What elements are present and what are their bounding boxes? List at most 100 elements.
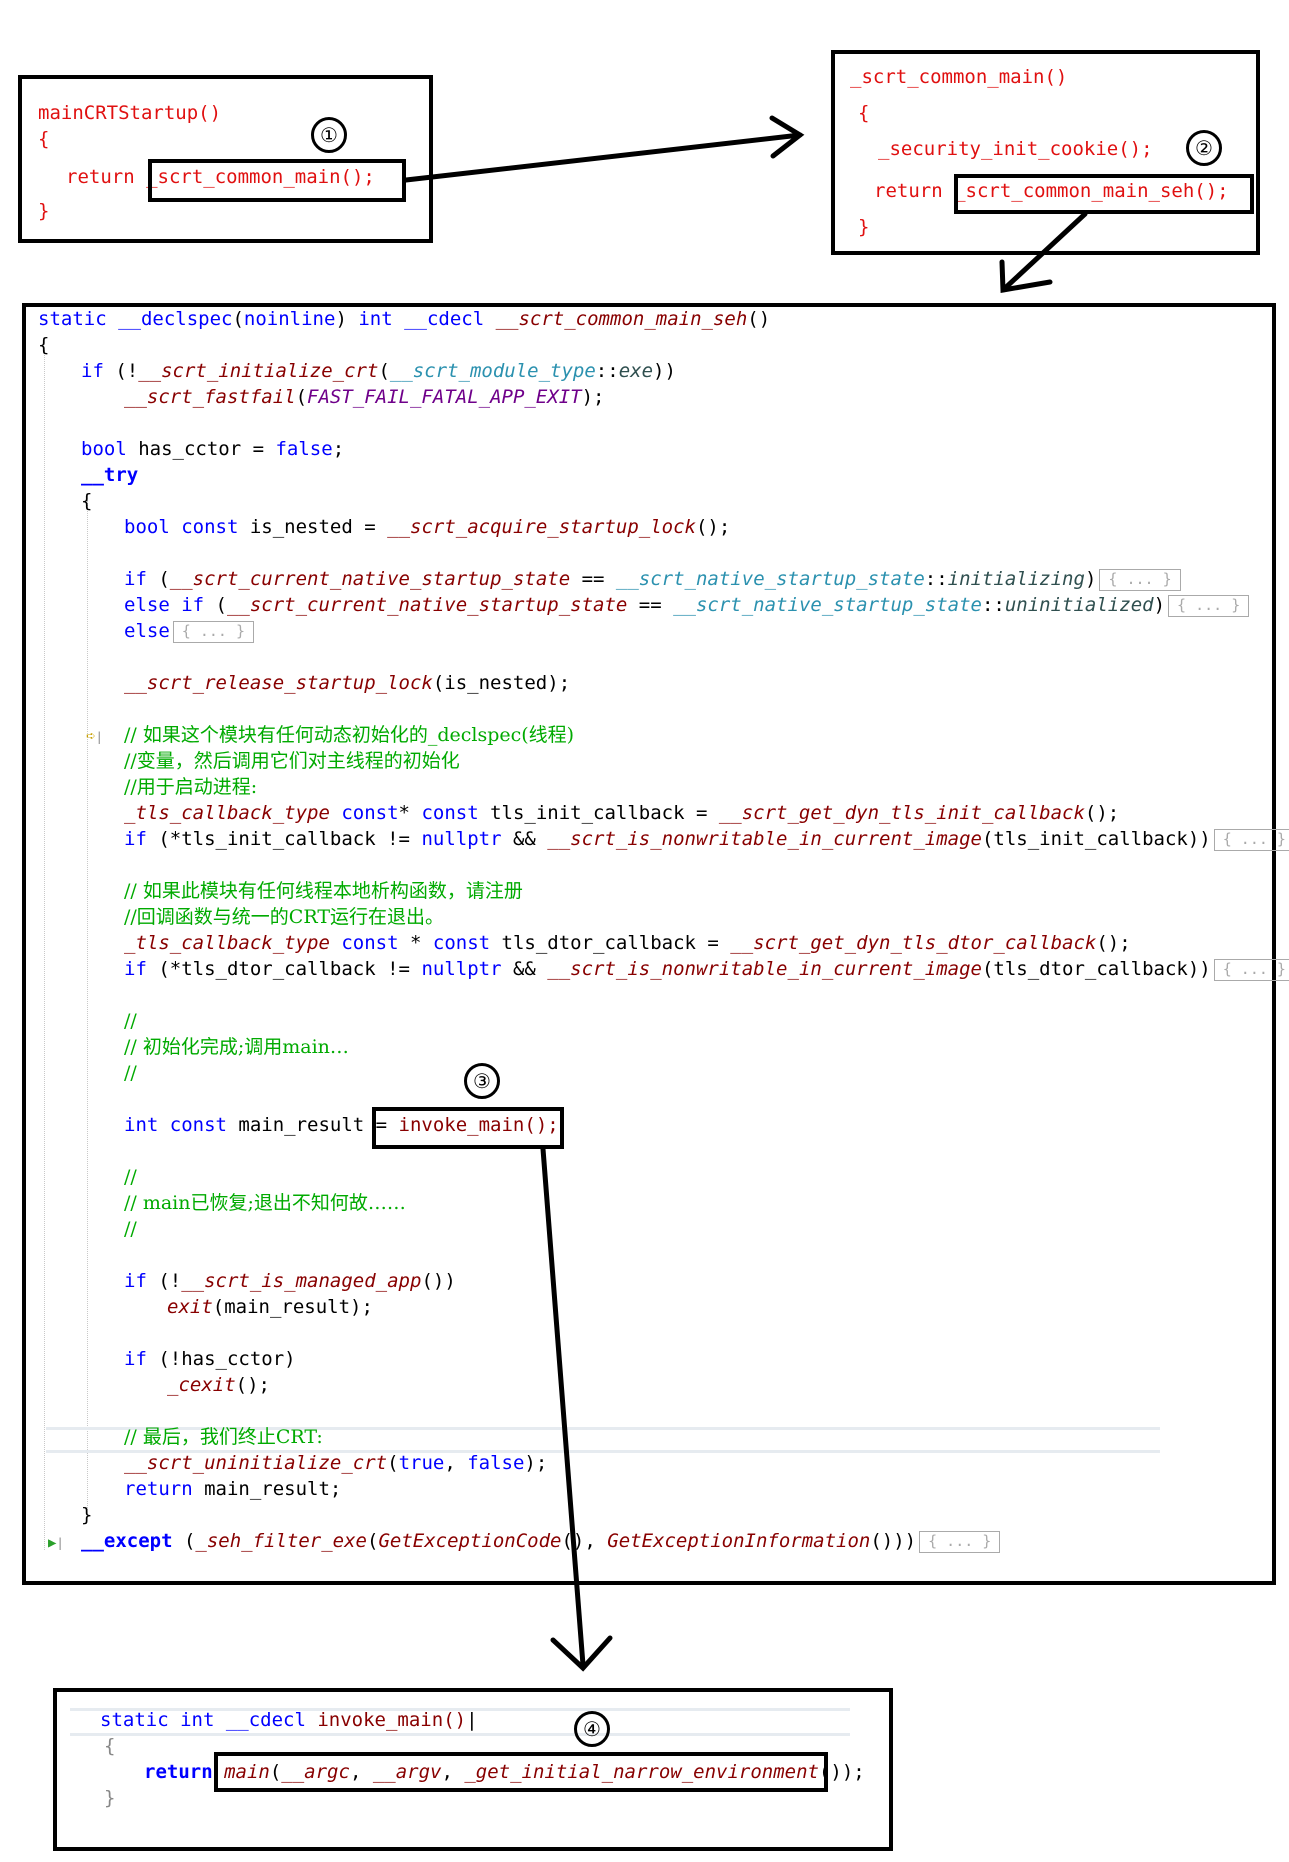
indent-guide — [87, 500, 88, 1510]
comment: // — [124, 1010, 137, 1032]
punct: :: — [595, 360, 619, 382]
collapsed-block-button[interactable]: { ... } — [1099, 568, 1181, 591]
call-scrt-common-main: _scrt_common_main(); — [146, 166, 375, 188]
collapsed-block-button[interactable]: { ... } — [172, 620, 254, 643]
punct: * — [398, 802, 422, 824]
comment: // 如果此模块有任何线程本地析构函数，请注册 — [124, 880, 523, 902]
punct: , — [441, 1761, 465, 1783]
function-name: __scrt_fastfail — [124, 386, 296, 408]
keyword: else if — [124, 594, 216, 616]
separator-line — [46, 1427, 1160, 1430]
punct: ( — [183, 1530, 196, 1552]
arrowhead — [999, 259, 1053, 293]
keyword: bool const — [124, 516, 250, 538]
keyword: return — [124, 1478, 205, 1500]
comment: // — [124, 1166, 137, 1188]
punct: ( — [367, 1530, 379, 1552]
keyword: __except — [81, 1530, 184, 1552]
function-name: __scrt_initialize_crt — [138, 360, 379, 382]
arrow-3-to-4 — [540, 1146, 586, 1668]
function-name: __scrt_get_dyn_tls_init_callback — [718, 802, 1085, 824]
arrowhead — [769, 115, 805, 159]
step-marker-3: ③ — [464, 1063, 500, 1099]
punct: (), — [561, 1530, 608, 1552]
function-name: _seh_filter_exe — [195, 1530, 367, 1552]
punct: () — [747, 308, 771, 330]
identifier: tls_init_callback = — [478, 802, 719, 824]
maincrtstartup-code: mainCRTStartup() { return _scrt_common_m… — [38, 100, 375, 230]
comment: // — [124, 1218, 137, 1240]
code-line: } — [104, 1787, 116, 1809]
collapsed-block-button[interactable]: { ... } — [919, 1530, 1001, 1553]
punct: ) — [1153, 594, 1166, 616]
collapsed-block-button[interactable]: { ... } — [1213, 958, 1289, 981]
variable: __argv — [372, 1761, 442, 1783]
code-line: } — [858, 216, 870, 238]
punct: ; — [332, 438, 345, 460]
keyword: __declspec — [118, 308, 233, 330]
code-line: if (__scrt_current_native_startup_state … — [124, 566, 1181, 592]
function-name: __scrt_is_nonwritable_in_current_image — [547, 958, 982, 980]
code-line: if (!__scrt_initialize_crt(__scrt_module… — [81, 358, 676, 384]
invoke-main-box — [53, 1688, 893, 1851]
punct: :: — [924, 568, 948, 590]
code-line: return main_result; — [124, 1476, 341, 1502]
punct: ( — [378, 360, 390, 382]
function-name: GetExceptionCode — [378, 1530, 562, 1552]
code-line: { — [104, 1735, 116, 1757]
punct: (tls_dtor_callback)) — [981, 958, 1211, 980]
scrt-common-main-seh-box — [22, 303, 1276, 1585]
code-line: if (*tls_dtor_callback != nullptr && __s… — [124, 956, 1289, 982]
identifier: tls_dtor_callback = — [490, 932, 731, 954]
code-line: _scrt_common_main() — [850, 66, 1068, 88]
punct: ) — [1084, 568, 1097, 590]
punct: ( — [215, 594, 227, 616]
function-name: __scrt_acquire_startup_lock — [387, 516, 696, 538]
scrt-common-main-code: _scrt_common_main() { _security_init_coo… — [850, 64, 1229, 238]
call-scrt-common-main-seh: _scrt_common_main_seh(); — [954, 180, 1229, 202]
punct: ) — [335, 308, 359, 330]
punct: ( — [158, 568, 170, 590]
arrow-2-to-main — [1000, 211, 1088, 293]
code-line: ➪| — [86, 726, 103, 745]
punct: (); — [1084, 802, 1120, 824]
return-keyword: return — [874, 180, 955, 202]
collapsed-block-button[interactable]: { ... } — [1213, 828, 1289, 851]
code-line: ▶| — [48, 1535, 64, 1551]
comment: // 如果这个模块有任何动态初始化的_declspec(线程) — [124, 724, 575, 746]
code-line: __scrt_release_startup_lock(is_nested); — [124, 670, 570, 696]
identifier: main_result; — [204, 1478, 342, 1500]
breakpoint-arrow-icon[interactable]: ➪ — [86, 726, 96, 745]
keyword: int const — [124, 1114, 239, 1136]
keyword: const — [432, 932, 491, 954]
punct: (); — [1096, 932, 1131, 954]
step-marker-1: ① — [311, 117, 347, 153]
keyword: if — [124, 1348, 159, 1370]
keyword: nullptr — [421, 828, 502, 850]
keyword: int — [358, 308, 405, 330]
expand-arrow-icon[interactable]: ▶ — [48, 1535, 57, 1551]
type-name: __scrt_native_startup_state — [615, 568, 925, 590]
keyword: noinline — [243, 308, 336, 330]
keyword: if — [124, 568, 159, 590]
scrt-common-main-seh-code: static __declspec(noinline) int __cdecl … — [38, 306, 1289, 1658]
arrowhead — [550, 1635, 613, 1672]
separator-line — [70, 1733, 850, 1736]
keyword: const — [329, 802, 399, 824]
function-name: invoke_main() — [317, 1709, 467, 1731]
comment: //用于启动进程: — [124, 776, 258, 798]
function-name: _cexit — [167, 1374, 236, 1396]
punct: ()) — [421, 1270, 456, 1292]
collapsed-block-button[interactable]: { ... } — [1168, 594, 1250, 617]
call-invoke-main: invoke_main(); — [398, 1114, 559, 1136]
separator-line — [46, 1450, 1160, 1453]
keyword: __cdecl — [404, 308, 496, 330]
code-line: } — [38, 200, 50, 222]
variable: __scrt_current_native_startup_state — [226, 594, 628, 616]
punct: (! — [115, 360, 139, 382]
variable: __scrt_current_native_startup_state — [169, 568, 571, 590]
code-line: __scrt_fastfail(FAST_FAIL_FATAL_APP_EXIT… — [124, 384, 604, 410]
code-line: else{ ... } — [124, 618, 254, 644]
keyword: static int — [100, 1709, 226, 1731]
keyword: if — [124, 958, 159, 980]
